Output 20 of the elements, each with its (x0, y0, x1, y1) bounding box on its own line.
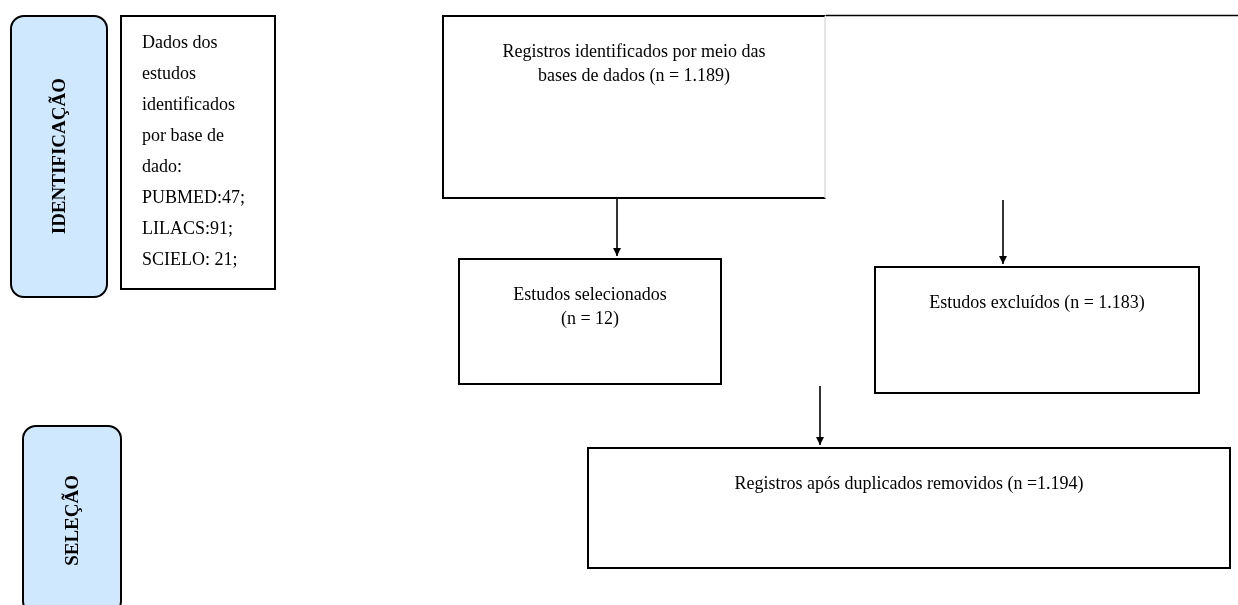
box-text: Dados dos estudos identificados por base de dado: (142, 31, 236, 178)
stage-label: SELEÇÃO (59, 474, 83, 566)
process-box (587, 447, 1231, 569)
stage-band (10, 15, 108, 298)
stage-band (22, 425, 122, 605)
box-text: Estudos excluídos (n = 1.183) (929, 291, 1145, 314)
arrow (999, 199, 1007, 265)
box-text: Registros identificados por meio das bases de dados (n = 1.189) (501, 40, 767, 87)
process-box (458, 258, 722, 385)
box-text: SCIELO: 21; (142, 248, 239, 271)
arrow (613, 198, 621, 257)
arrow (816, 385, 824, 446)
process-box (874, 266, 1200, 394)
box-text: PUBMED:47; (142, 186, 247, 209)
box-text: Registros após duplicados removidos (n =1.194) (734, 472, 1084, 495)
process-box (442, 15, 826, 199)
stage-label: IDENTIFICAÇÃO (46, 78, 70, 235)
box-text: Estudos selecionados (n = 12) (512, 283, 668, 330)
process-box (120, 15, 276, 290)
box-text: LILACS:91; (142, 217, 234, 240)
